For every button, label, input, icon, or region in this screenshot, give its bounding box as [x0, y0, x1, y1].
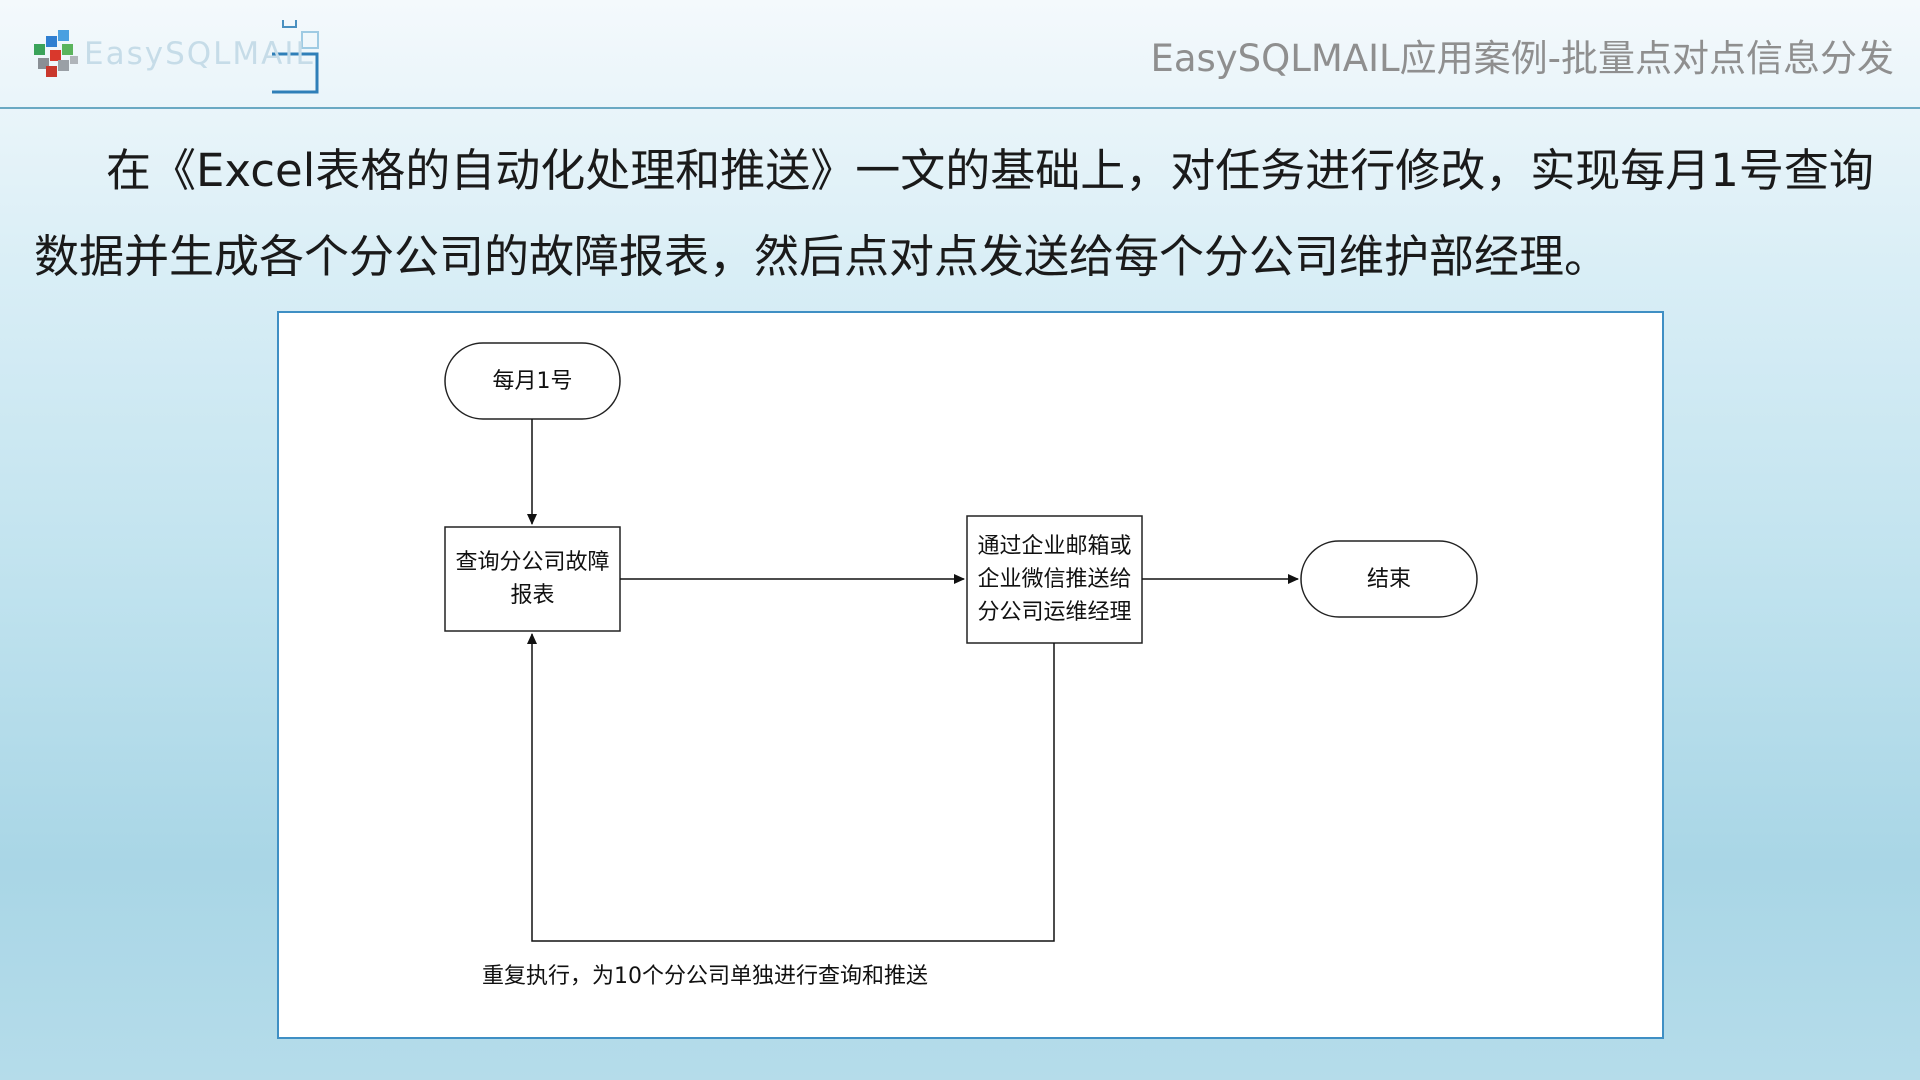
loop-label: 重复执行，为10个分公司单独进行查询和推送 [482, 964, 928, 989]
end-node [1300, 540, 1478, 618]
end-node-label: 结束 [1366, 566, 1411, 592]
page-title: EasySQLMAIL应用案例-批量点对点信息分发 [1150, 37, 1894, 80]
easysqlmail-cube-logo-icon [34, 13, 319, 94]
query-node-label: 查询分公司故障报表 [455, 550, 610, 608]
send-node-label: 通过企业邮箱或企业微信推送给分公司运维经理 [977, 534, 1132, 625]
flowchart-diagram [444, 342, 1478, 942]
start-node-label: 每月1号 [492, 368, 573, 394]
query-node [444, 526, 621, 632]
header: EasySQLMAIL EasySQLMAIL应用案例-批量点对点信息分发 [0, 0, 1920, 109]
flowchart-panel: 每月1号 查询分公司故障报表 通过企业邮箱或企业微信推送给分公司运维经理 结束 … [277, 311, 1664, 1039]
logo: EasySQLMAIL [32, 13, 342, 95]
edge-loop-back [527, 633, 1055, 942]
logo-text: EasySQLMAIL [84, 36, 315, 72]
header-divider [0, 107, 1920, 109]
intro-paragraph: 在《Excel表格的自动化处理和推送》一文的基础上，对任务进行修改，实现每月1号… [34, 144, 1874, 283]
